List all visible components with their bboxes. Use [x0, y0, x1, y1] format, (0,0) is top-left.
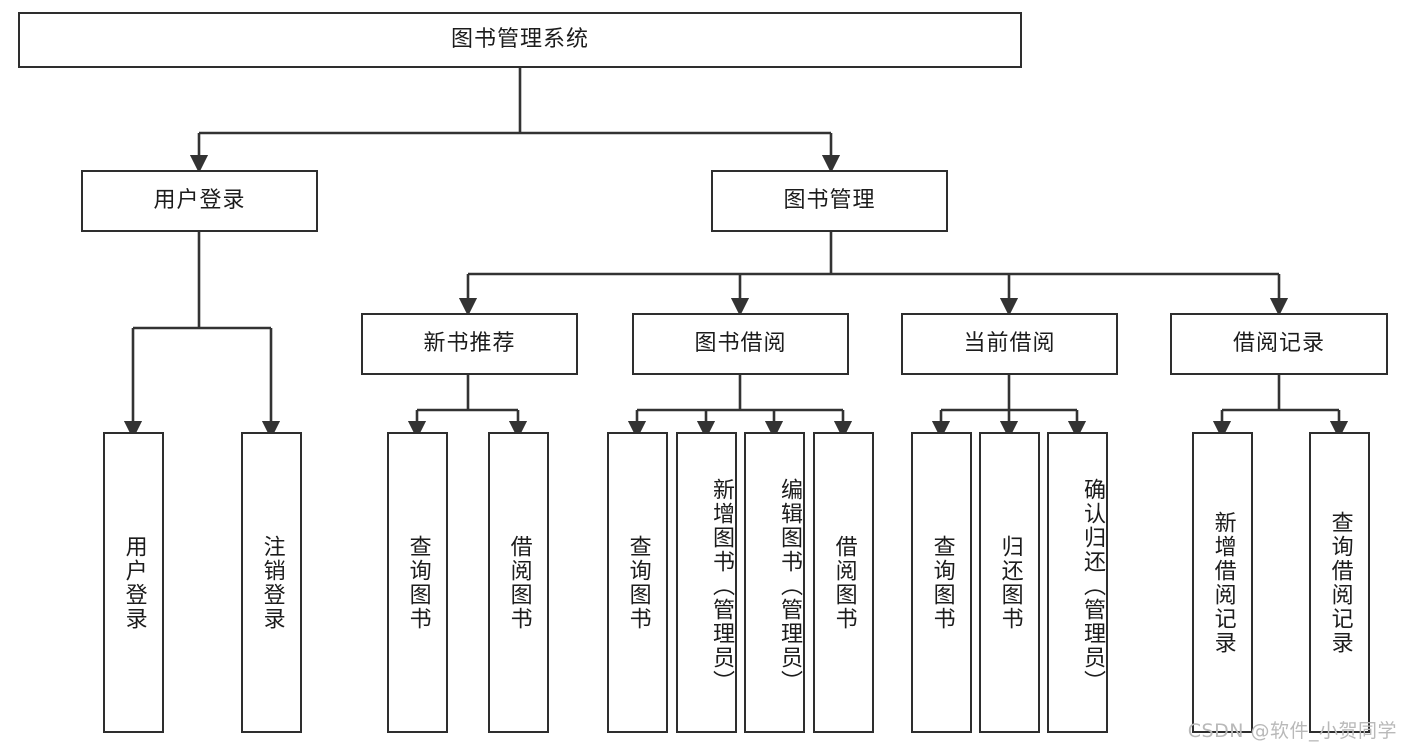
node-borrow-record[interactable]: 借阅记录 [1170, 313, 1388, 375]
node-book-borrow[interactable]: 图书借阅 [632, 313, 849, 375]
node-user-login-label: 用户登录 [153, 187, 246, 213]
node-leaf-add-book[interactable]: 新增图书（管理员） [676, 432, 737, 733]
watermark: CSDN @软件_小贺同学 [1187, 720, 1397, 742]
node-user-login[interactable]: 用户登录 [81, 170, 318, 232]
node-leaf-query-record-label: 查询借阅记录 [1327, 510, 1353, 655]
node-leaf-user-login-label: 用户登录 [121, 534, 147, 631]
node-leaf-add-record[interactable]: 新增借阅记录 [1192, 432, 1253, 733]
node-leaf-add-book-label: 新增图书（管理员） [709, 477, 734, 694]
node-new-book-rec-label: 新书推荐 [423, 330, 516, 356]
node-book-manage-label: 图书管理 [783, 187, 876, 213]
node-leaf-query-book-2[interactable]: 查询图书 [607, 432, 668, 733]
node-current-borrow[interactable]: 当前借阅 [901, 313, 1118, 375]
node-leaf-borrow-book-2[interactable]: 借阅图书 [813, 432, 874, 733]
node-book-borrow-label: 图书借阅 [694, 330, 787, 356]
node-root-label: 图书管理系统 [450, 26, 589, 52]
node-leaf-edit-book[interactable]: 编辑图书（管理员） [744, 432, 805, 733]
node-borrow-record-label: 借阅记录 [1232, 330, 1325, 356]
node-leaf-confirm-return-label: 确认归还（管理员） [1080, 477, 1105, 694]
node-book-manage[interactable]: 图书管理 [711, 170, 948, 232]
node-leaf-add-record-label: 新增借阅记录 [1210, 510, 1236, 655]
node-current-borrow-label: 当前借阅 [963, 330, 1056, 356]
node-leaf-query-book-1-label: 查询图书 [405, 534, 431, 631]
node-leaf-return-book[interactable]: 归还图书 [979, 432, 1040, 733]
node-leaf-edit-book-label: 编辑图书（管理员） [777, 477, 802, 694]
node-leaf-user-logout[interactable]: 注销登录 [241, 432, 302, 733]
node-leaf-query-book-1[interactable]: 查询图书 [387, 432, 448, 733]
node-root[interactable]: 图书管理系统 [18, 12, 1022, 68]
node-leaf-query-book-2-label: 查询图书 [625, 534, 651, 631]
node-leaf-user-login[interactable]: 用户登录 [103, 432, 164, 733]
node-new-book-rec[interactable]: 新书推荐 [361, 313, 578, 375]
node-leaf-query-book-3-label: 查询图书 [929, 534, 955, 631]
node-leaf-return-book-label: 归还图书 [997, 534, 1023, 631]
node-leaf-user-logout-label: 注销登录 [259, 534, 285, 631]
node-leaf-query-book-3[interactable]: 查询图书 [911, 432, 972, 733]
node-leaf-borrow-book-1-label: 借阅图书 [506, 534, 532, 631]
node-leaf-borrow-book-1[interactable]: 借阅图书 [488, 432, 549, 733]
node-leaf-confirm-return[interactable]: 确认归还（管理员） [1047, 432, 1108, 733]
node-leaf-borrow-book-2-label: 借阅图书 [831, 534, 857, 631]
node-leaf-query-record[interactable]: 查询借阅记录 [1309, 432, 1370, 733]
